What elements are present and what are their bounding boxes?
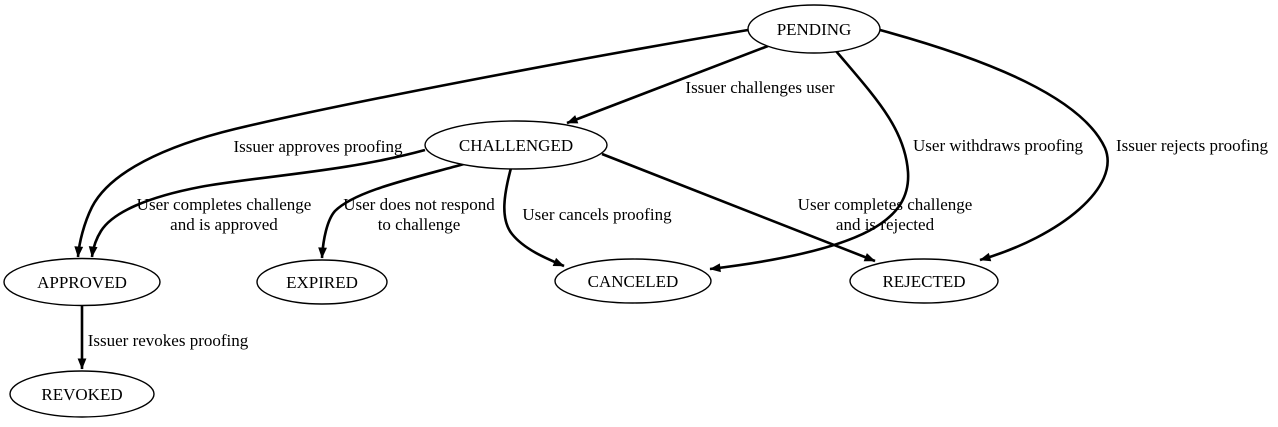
edge-label-user-withdraws-proofing: User withdraws proofing bbox=[913, 136, 1083, 155]
edge-label-issuer-approves-proofing: Issuer approves proofing bbox=[233, 137, 403, 156]
node-rejected: REJECTED bbox=[849, 258, 999, 304]
edge-challenged-rejected bbox=[601, 152, 876, 263]
node-canceled-label: CANCELED bbox=[588, 272, 679, 291]
edge-challenged-expired bbox=[318, 162, 465, 259]
node-expired-shape bbox=[256, 259, 388, 305]
node-approved-label: APPROVED bbox=[37, 273, 127, 292]
edge-pending-challenged bbox=[566, 44, 769, 125]
edge-label-completes-challenge-rejected-line2: and is rejected bbox=[836, 215, 935, 234]
node-canceled: CANCELED bbox=[554, 258, 712, 304]
node-pending-label: PENDING bbox=[777, 20, 852, 39]
edge-challenged-approved bbox=[88, 148, 426, 258]
node-rejected-label: REJECTED bbox=[882, 272, 965, 291]
edge-challenged-canceled bbox=[503, 167, 565, 268]
edge-label-completes-challenge-rejected-line1: User completes challenge bbox=[798, 195, 973, 214]
node-revoked: REVOKED bbox=[9, 370, 155, 418]
node-approved: APPROVED bbox=[3, 257, 161, 307]
node-pending-shape bbox=[747, 4, 881, 54]
edge-label-does-not-respond-line1: User does not respond bbox=[343, 195, 495, 214]
edge-label-completes-challenge-approved-line2: and is approved bbox=[170, 215, 278, 234]
edge-label-issuer-challenges-user: Issuer challenges user bbox=[685, 78, 835, 97]
node-canceled-shape bbox=[554, 258, 712, 304]
node-expired-label: EXPIRED bbox=[286, 273, 358, 292]
node-approved-shape bbox=[3, 257, 161, 307]
node-revoked-label: REVOKED bbox=[41, 385, 122, 404]
nodes-layer: PENDING CHALLENGED APPROVED EXPIRED CANC… bbox=[3, 4, 999, 418]
node-challenged-label: CHALLENGED bbox=[459, 136, 573, 155]
node-expired: EXPIRED bbox=[256, 259, 388, 305]
node-challenged-shape bbox=[424, 120, 608, 170]
edge-pending-rejected bbox=[879, 28, 1109, 262]
edge-label-issuer-rejects-proofing: Issuer rejects proofing bbox=[1116, 136, 1269, 155]
node-pending: PENDING bbox=[747, 4, 881, 54]
node-challenged: CHALLENGED bbox=[424, 120, 608, 170]
edge-label-does-not-respond-line2: to challenge bbox=[378, 215, 461, 234]
edge-label-issuer-revokes-proofing: Issuer revokes proofing bbox=[88, 331, 249, 350]
edge-label-user-cancels-proofing: User cancels proofing bbox=[522, 205, 672, 224]
edges-layer bbox=[74, 28, 1109, 370]
edge-label-completes-challenge-approved-line1: User completes challenge bbox=[137, 195, 312, 214]
edge-pending-canceled bbox=[709, 50, 910, 273]
edge-labels-layer: Issuer challenges user Issuer approves p… bbox=[88, 78, 1269, 350]
node-revoked-shape bbox=[9, 370, 155, 418]
edge-pending-approved bbox=[74, 28, 749, 258]
node-rejected-shape bbox=[849, 258, 999, 304]
